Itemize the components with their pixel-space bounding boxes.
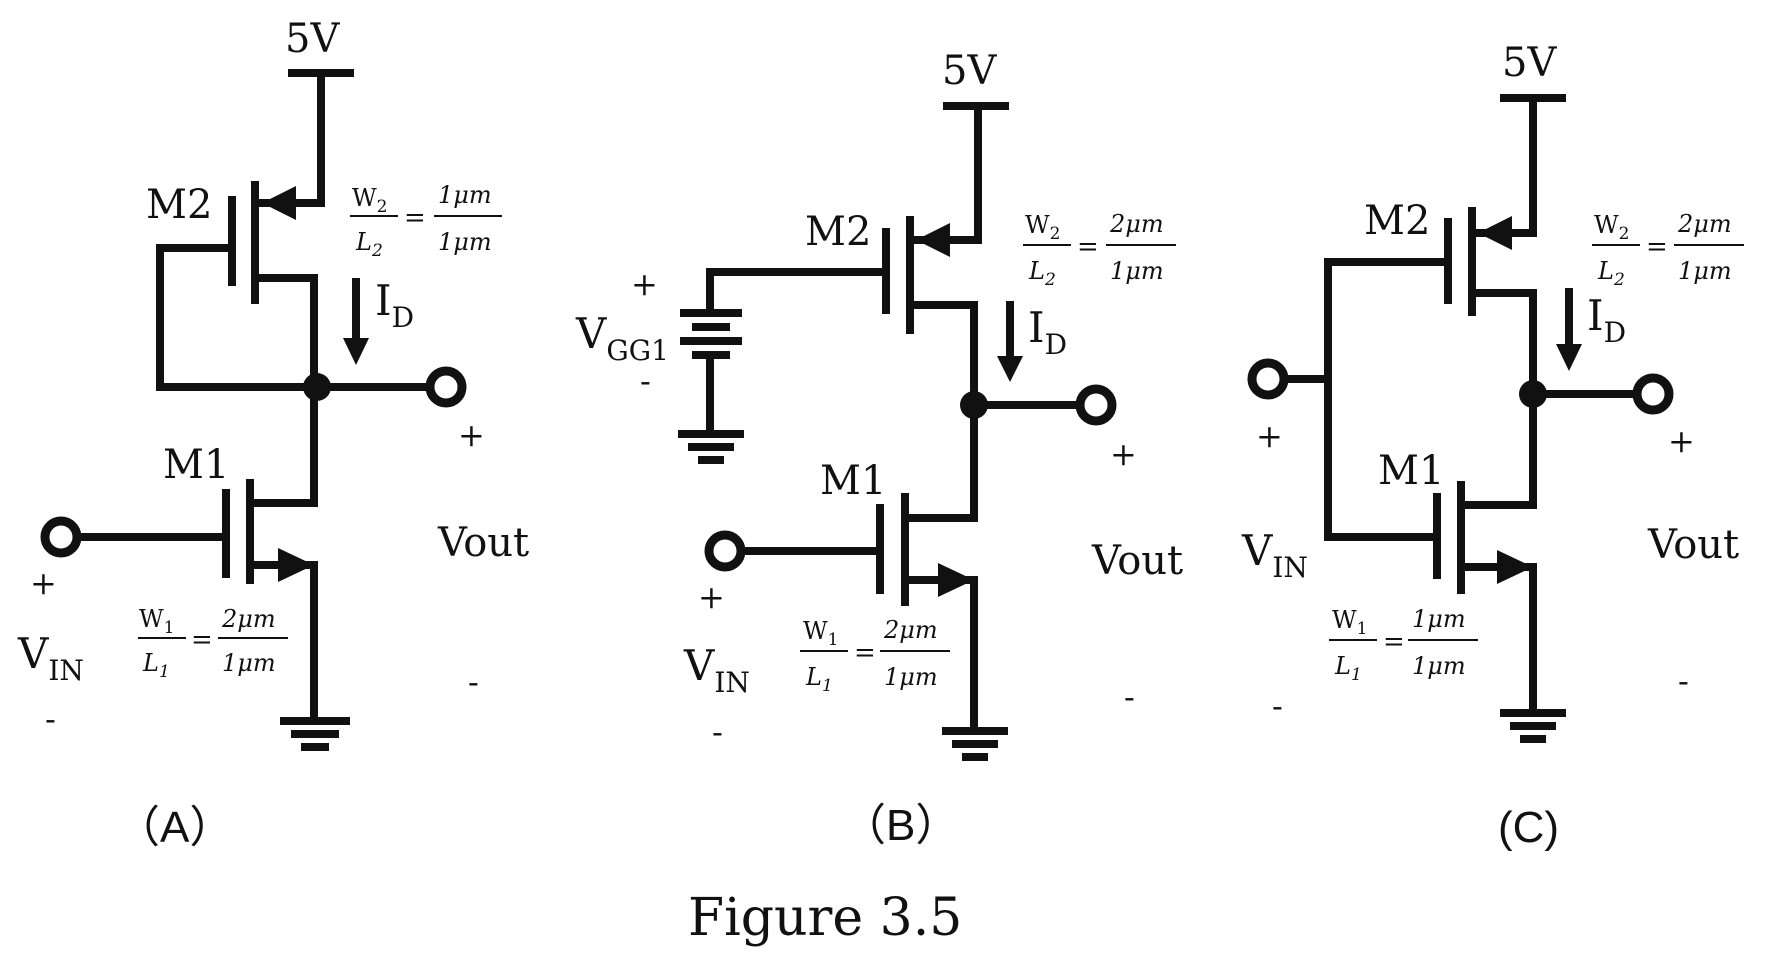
m2-label: M2: [805, 209, 871, 255]
svg-text:L2: L2: [1028, 257, 1056, 290]
vin-terminal: [40, 516, 82, 558]
ratio-w2-l2: W2 L2 = 2μm 1μm: [1023, 210, 1176, 290]
vout-plus: +: [1668, 422, 1695, 460]
svg-text:W1: W1: [803, 617, 839, 650]
circuit-b: 5V M2 M1 ID W2 L2 = 2μm 1μm W1 L1 = 2μm …: [575, 48, 1183, 850]
supply-label: 5V: [1502, 40, 1557, 86]
panel-label-b: （B）: [842, 801, 959, 850]
id-label: ID: [1028, 303, 1067, 361]
vin-minus: -: [1272, 687, 1283, 725]
svg-text:1μm: 1μm: [1110, 257, 1164, 285]
vin-minus: -: [45, 700, 56, 738]
vin-minus: -: [712, 713, 723, 751]
vout-terminal: [425, 366, 467, 408]
vout-label: Vout: [437, 520, 529, 566]
id-arrow: [343, 338, 369, 365]
vout-label: Vout: [1647, 522, 1739, 568]
svg-text:1μm: 1μm: [1678, 257, 1732, 285]
id-arrow: [997, 356, 1023, 382]
svg-text:1μm: 1μm: [438, 228, 492, 256]
svg-text:=: =: [191, 625, 213, 655]
svg-text:W2: W2: [1025, 211, 1061, 244]
m2-label: M2: [146, 182, 212, 228]
panel-label-a: （A）: [116, 803, 233, 852]
vin-label: VIN: [1241, 526, 1308, 584]
vout-terminal: [1075, 384, 1117, 426]
m2-label: M2: [1364, 198, 1430, 244]
circuit-b-wiring: [678, 102, 1084, 761]
m1-source-arrow: [1497, 550, 1533, 584]
svg-text:1μm: 1μm: [222, 649, 276, 677]
circuit-c-wiring: [1262, 94, 1641, 743]
ratio-w1-l1: W1 L1 = 2μm 1μm: [138, 605, 288, 682]
ratio-w2-l2: W2 L2 = 2μm 1μm: [1592, 210, 1744, 290]
vgg-label: VGG1: [575, 309, 669, 367]
ratio-w1-l1: W1 L1 = 2μm 1μm: [800, 616, 950, 696]
node-dot: [960, 391, 988, 419]
circuit-c: 5V M2 M1 ID W2 L2 = 2μm 1μm W1 L1 = 1μm …: [1241, 40, 1744, 852]
vin-plus: +: [1256, 417, 1283, 455]
svg-text:1μm: 1μm: [884, 663, 938, 691]
svg-text:1μm: 1μm: [1412, 652, 1466, 680]
circuit-a-wiring: [68, 69, 432, 751]
svg-text:2μm: 2μm: [1109, 210, 1164, 238]
vin-plus: +: [30, 564, 57, 602]
m2-source-arrow: [1478, 216, 1512, 250]
vout-terminal: [1632, 373, 1674, 415]
svg-text:L1: L1: [1334, 652, 1362, 685]
svg-text:W2: W2: [352, 184, 388, 217]
svg-text:1μm: 1μm: [438, 181, 492, 209]
vout-minus: -: [1678, 662, 1689, 700]
id-label: ID: [1587, 291, 1626, 349]
id-arrow: [1556, 344, 1582, 371]
supply-label: 5V: [942, 48, 997, 94]
m1-label: M1: [163, 442, 229, 488]
vin-terminal: [704, 530, 746, 572]
panel-label-c: (C): [1498, 803, 1559, 852]
ratio-w2-l2: W2 L2 = 1μm 1μm: [350, 181, 502, 261]
svg-text:=: =: [1646, 232, 1668, 262]
svg-text:L1: L1: [805, 663, 833, 696]
svg-text:2μm: 2μm: [1677, 210, 1732, 238]
svg-text:L1: L1: [142, 649, 170, 682]
vout-label: Vout: [1091, 538, 1183, 584]
m1-label: M1: [820, 458, 886, 504]
svg-text:2μm: 2μm: [221, 605, 276, 633]
vgg-minus: -: [640, 362, 651, 400]
vout-plus: +: [1110, 435, 1137, 473]
m2-source-arrow: [262, 186, 296, 220]
svg-text:=: =: [854, 638, 876, 668]
m1-source-arrow: [278, 548, 314, 582]
svg-text:L2: L2: [355, 228, 383, 261]
node-dot: [1519, 380, 1547, 408]
circuit-a: 5V M2 M1 ID W2 L2 = 1μm 1μm W1 L1 = 2μm …: [17, 16, 529, 852]
figure-title: Figure 3.5: [688, 888, 962, 948]
vout-minus: -: [468, 663, 479, 701]
m1-label: M1: [1378, 448, 1444, 494]
vin-label: VIN: [17, 629, 84, 687]
svg-text:W1: W1: [139, 605, 175, 638]
supply-label: 5V: [285, 16, 340, 62]
svg-text:1μm: 1μm: [1412, 605, 1466, 633]
svg-text:=: =: [1383, 627, 1405, 657]
m1-source-arrow: [938, 563, 974, 597]
svg-text:=: =: [404, 203, 426, 233]
id-label: ID: [375, 276, 414, 334]
svg-text:=: =: [1077, 232, 1099, 262]
svg-text:L2: L2: [1597, 257, 1625, 290]
node-dot: [303, 373, 331, 401]
vin-label: VIN: [683, 641, 750, 699]
svg-text:W2: W2: [1594, 211, 1630, 244]
vin-plus: +: [698, 578, 725, 616]
vin-terminal: [1247, 358, 1289, 400]
svg-text:2μm: 2μm: [883, 616, 938, 644]
ratio-w1-l1: W1 L1 = 1μm 1μm: [1329, 605, 1478, 685]
m2-source-arrow: [916, 223, 950, 257]
vout-minus: -: [1124, 678, 1135, 716]
svg-text:W1: W1: [1332, 606, 1368, 639]
vgg-plus: +: [631, 265, 658, 303]
vout-plus: +: [458, 416, 485, 454]
